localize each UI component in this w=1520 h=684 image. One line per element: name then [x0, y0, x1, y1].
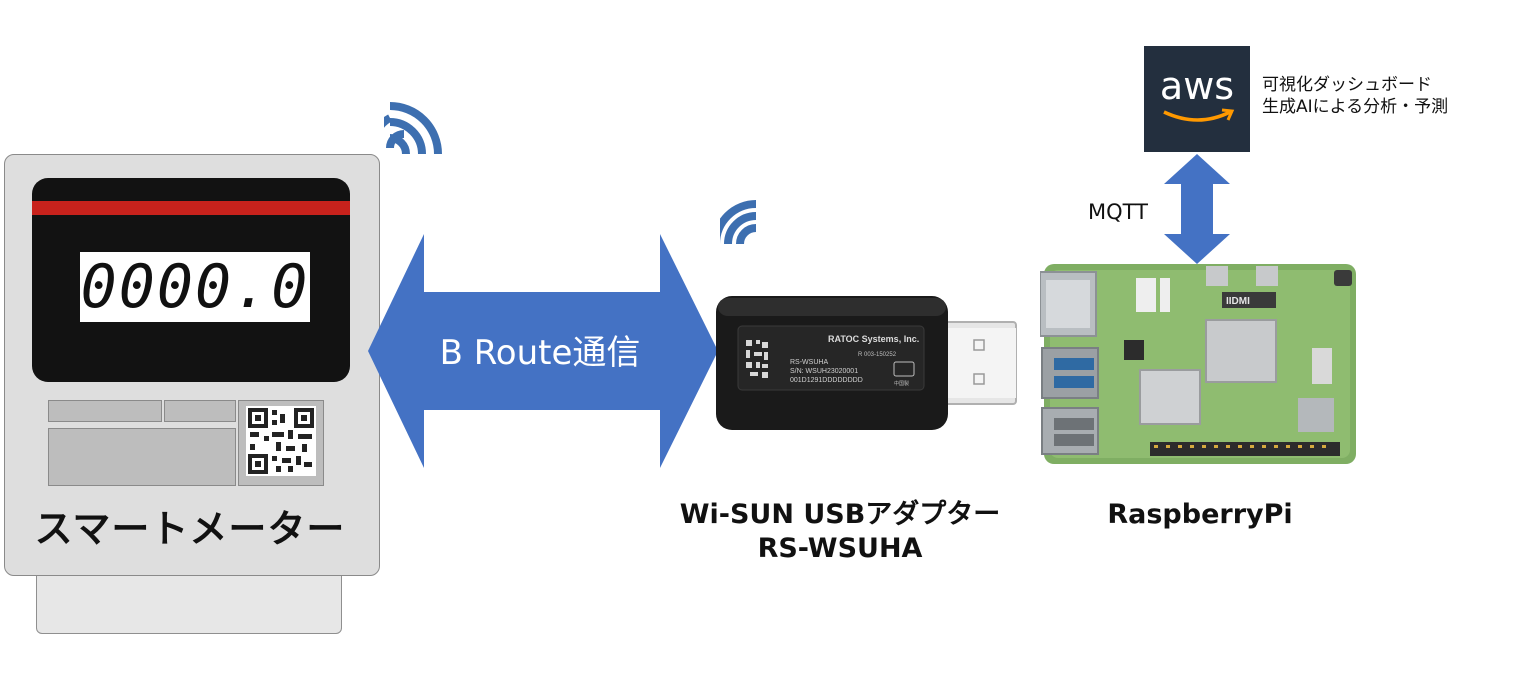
aws-description: 可視化ダッシュボード 生成AIによる分析・予測 — [1262, 74, 1448, 118]
meter-panel-3 — [48, 428, 236, 486]
meter-panel-1 — [48, 400, 162, 422]
adapter-brand: RATOC Systems, Inc. — [828, 334, 919, 344]
aws-smile-icon — [1163, 108, 1235, 122]
hdmi-port-label: IIDMI — [1226, 296, 1250, 307]
aws-logo — [1144, 46, 1250, 152]
adapter-origin: 中国製 — [894, 380, 909, 387]
usb-adapter: RATOC Systems, Inc. R 003-150252 RS-WSUH… — [716, 296, 1017, 430]
adapter-caption-line1: Wi-SUN USBアダプター — [679, 499, 1001, 530]
meter-red-bar — [32, 201, 350, 215]
usb-plug-icon — [941, 321, 1017, 405]
meter-reading: 0000.0 — [80, 252, 310, 322]
meter-base — [36, 566, 342, 634]
meter-panel-2 — [164, 400, 236, 422]
qr-code-icon — [246, 406, 316, 476]
adapter-id: 001D1291DDDDDDDD — [790, 377, 863, 384]
mqtt-double-arrow — [1164, 154, 1230, 264]
adapter-caption-line2: RS-WSUHA — [757, 533, 923, 564]
aws-logo-text: aws — [1159, 64, 1235, 108]
adapter-model: RS-WSUHA — [790, 359, 828, 366]
wifi-icon — [384, 102, 442, 155]
raspberry-pi-caption: RaspberryPi — [1107, 499, 1293, 530]
adapter-serial: S/N: WSUH23020001 — [790, 368, 858, 375]
b-route-double-arrow — [368, 234, 718, 468]
aws-desc-line2: 生成AIによる分析・予測 — [1262, 97, 1449, 117]
adapter-cert: R 003-150252 — [858, 352, 897, 358]
smart-meter-title: スマートメーター — [34, 507, 346, 551]
b-route-label: B Route通信 — [439, 333, 641, 373]
raspberry-pi-board: IIDMI — [1040, 264, 1356, 464]
mqtt-label: MQTT — [1088, 200, 1148, 224]
aws-desc-line1: 可視化ダッシュボード — [1262, 75, 1432, 95]
wifi-icon — [720, 200, 757, 245]
